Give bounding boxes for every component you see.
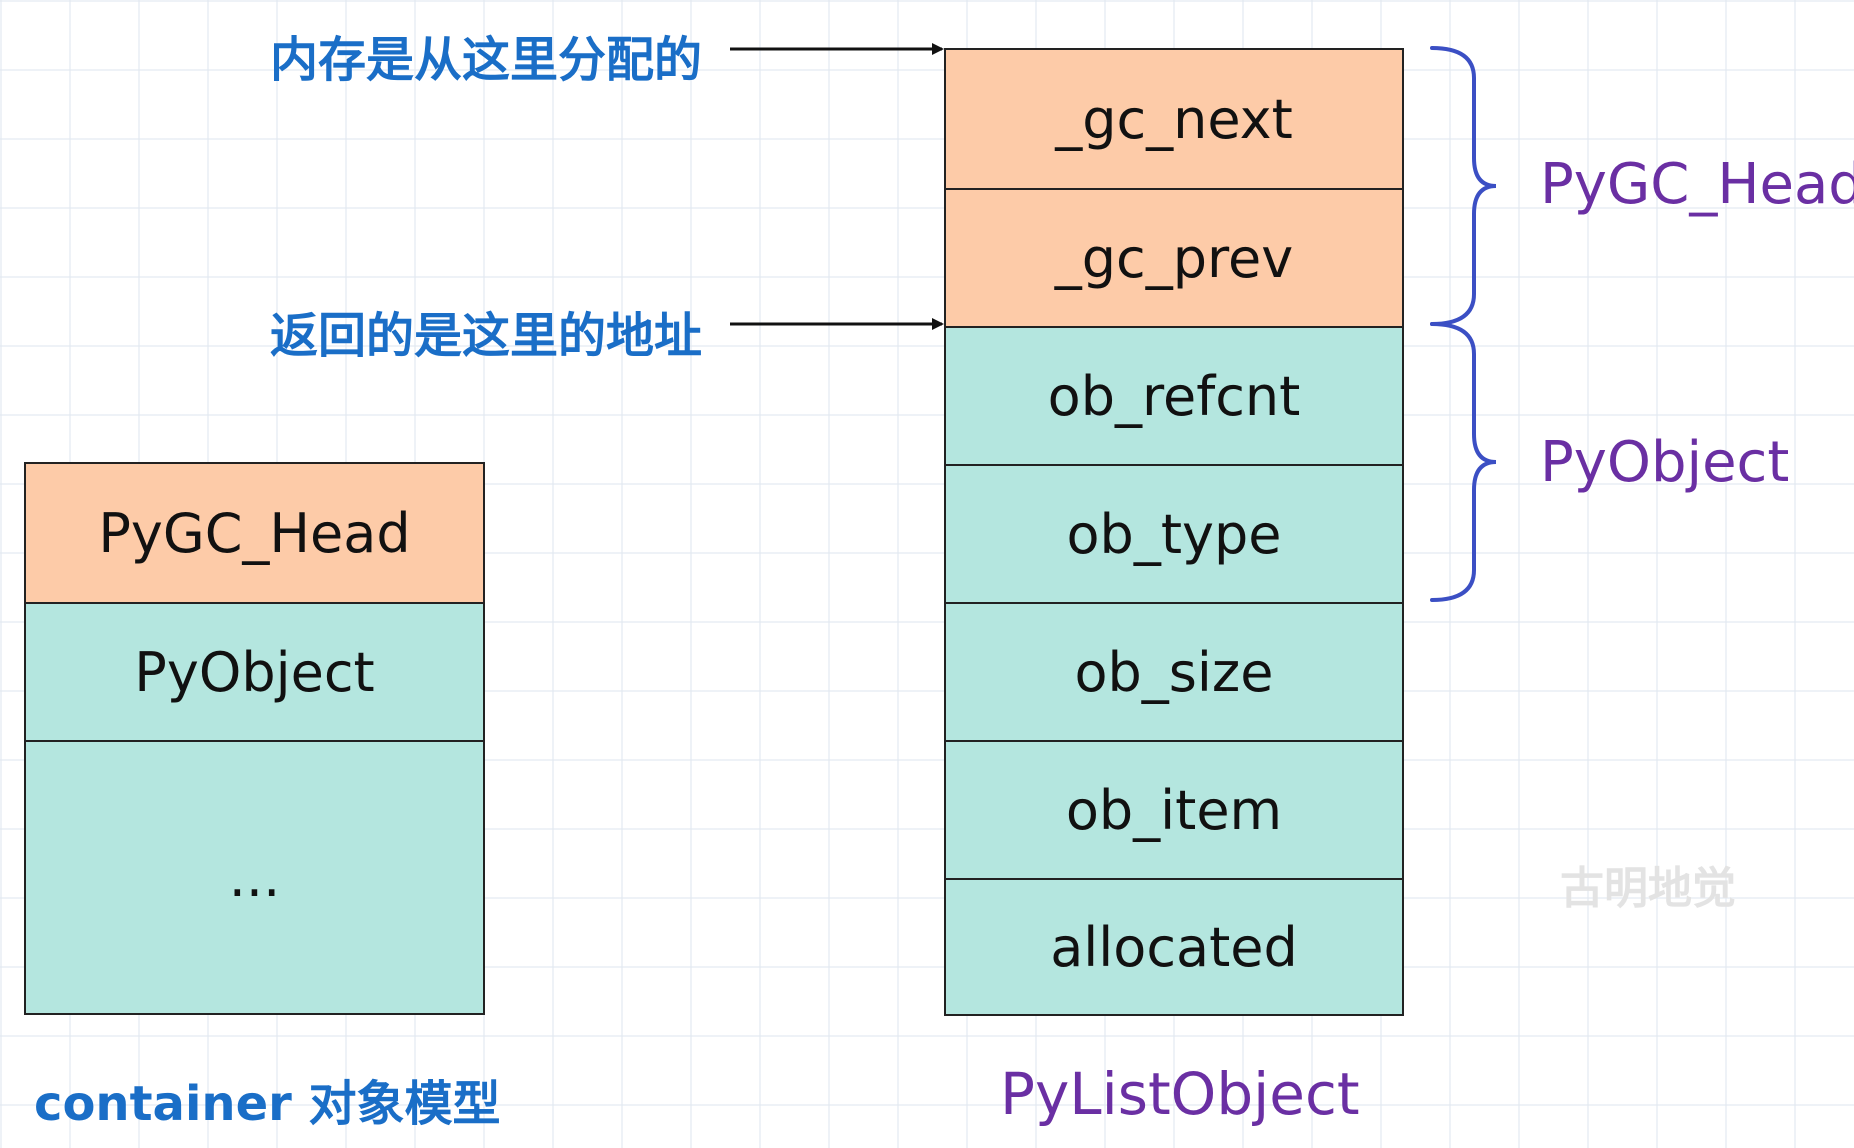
ob-item-cell: ob_item bbox=[946, 740, 1402, 878]
pylistobject-caption: PyListObject bbox=[1000, 1060, 1360, 1128]
ob-size-cell: ob_size bbox=[946, 602, 1402, 740]
gc-prev-cell: _gc_prev bbox=[946, 188, 1402, 326]
container-gc-head-cell: PyGC_Head bbox=[26, 464, 483, 602]
gc-next-cell: _gc_next bbox=[946, 50, 1402, 188]
container-ellipsis-cell: ... bbox=[26, 740, 483, 1013]
container-model-caption: container 对象模型 bbox=[34, 1076, 501, 1132]
ob-type-cell: ob_type bbox=[946, 464, 1402, 602]
pylistobject-stack: _gc_next _gc_prev ob_refcnt ob_type ob_s… bbox=[944, 48, 1404, 1016]
container-pyobject-cell: PyObject bbox=[26, 602, 483, 740]
lower-brace bbox=[1430, 322, 1497, 602]
brace-label-pyobject: PyObject bbox=[1540, 430, 1790, 495]
ob-refcnt-cell: ob_refcnt bbox=[946, 326, 1402, 464]
allocated-cell: allocated bbox=[946, 878, 1402, 1014]
watermark: 古明地觉 bbox=[1560, 863, 1736, 914]
upper-brace bbox=[1430, 46, 1497, 326]
return-address-annotation: 返回的是这里的地址 bbox=[270, 308, 703, 364]
brace-label-pygc-head: PyGC_Head bbox=[1540, 152, 1854, 217]
alloc-from-annotation: 内存是从这里分配的 bbox=[270, 32, 703, 88]
container-model-stack: PyGC_Head PyObject ... bbox=[24, 462, 485, 1015]
